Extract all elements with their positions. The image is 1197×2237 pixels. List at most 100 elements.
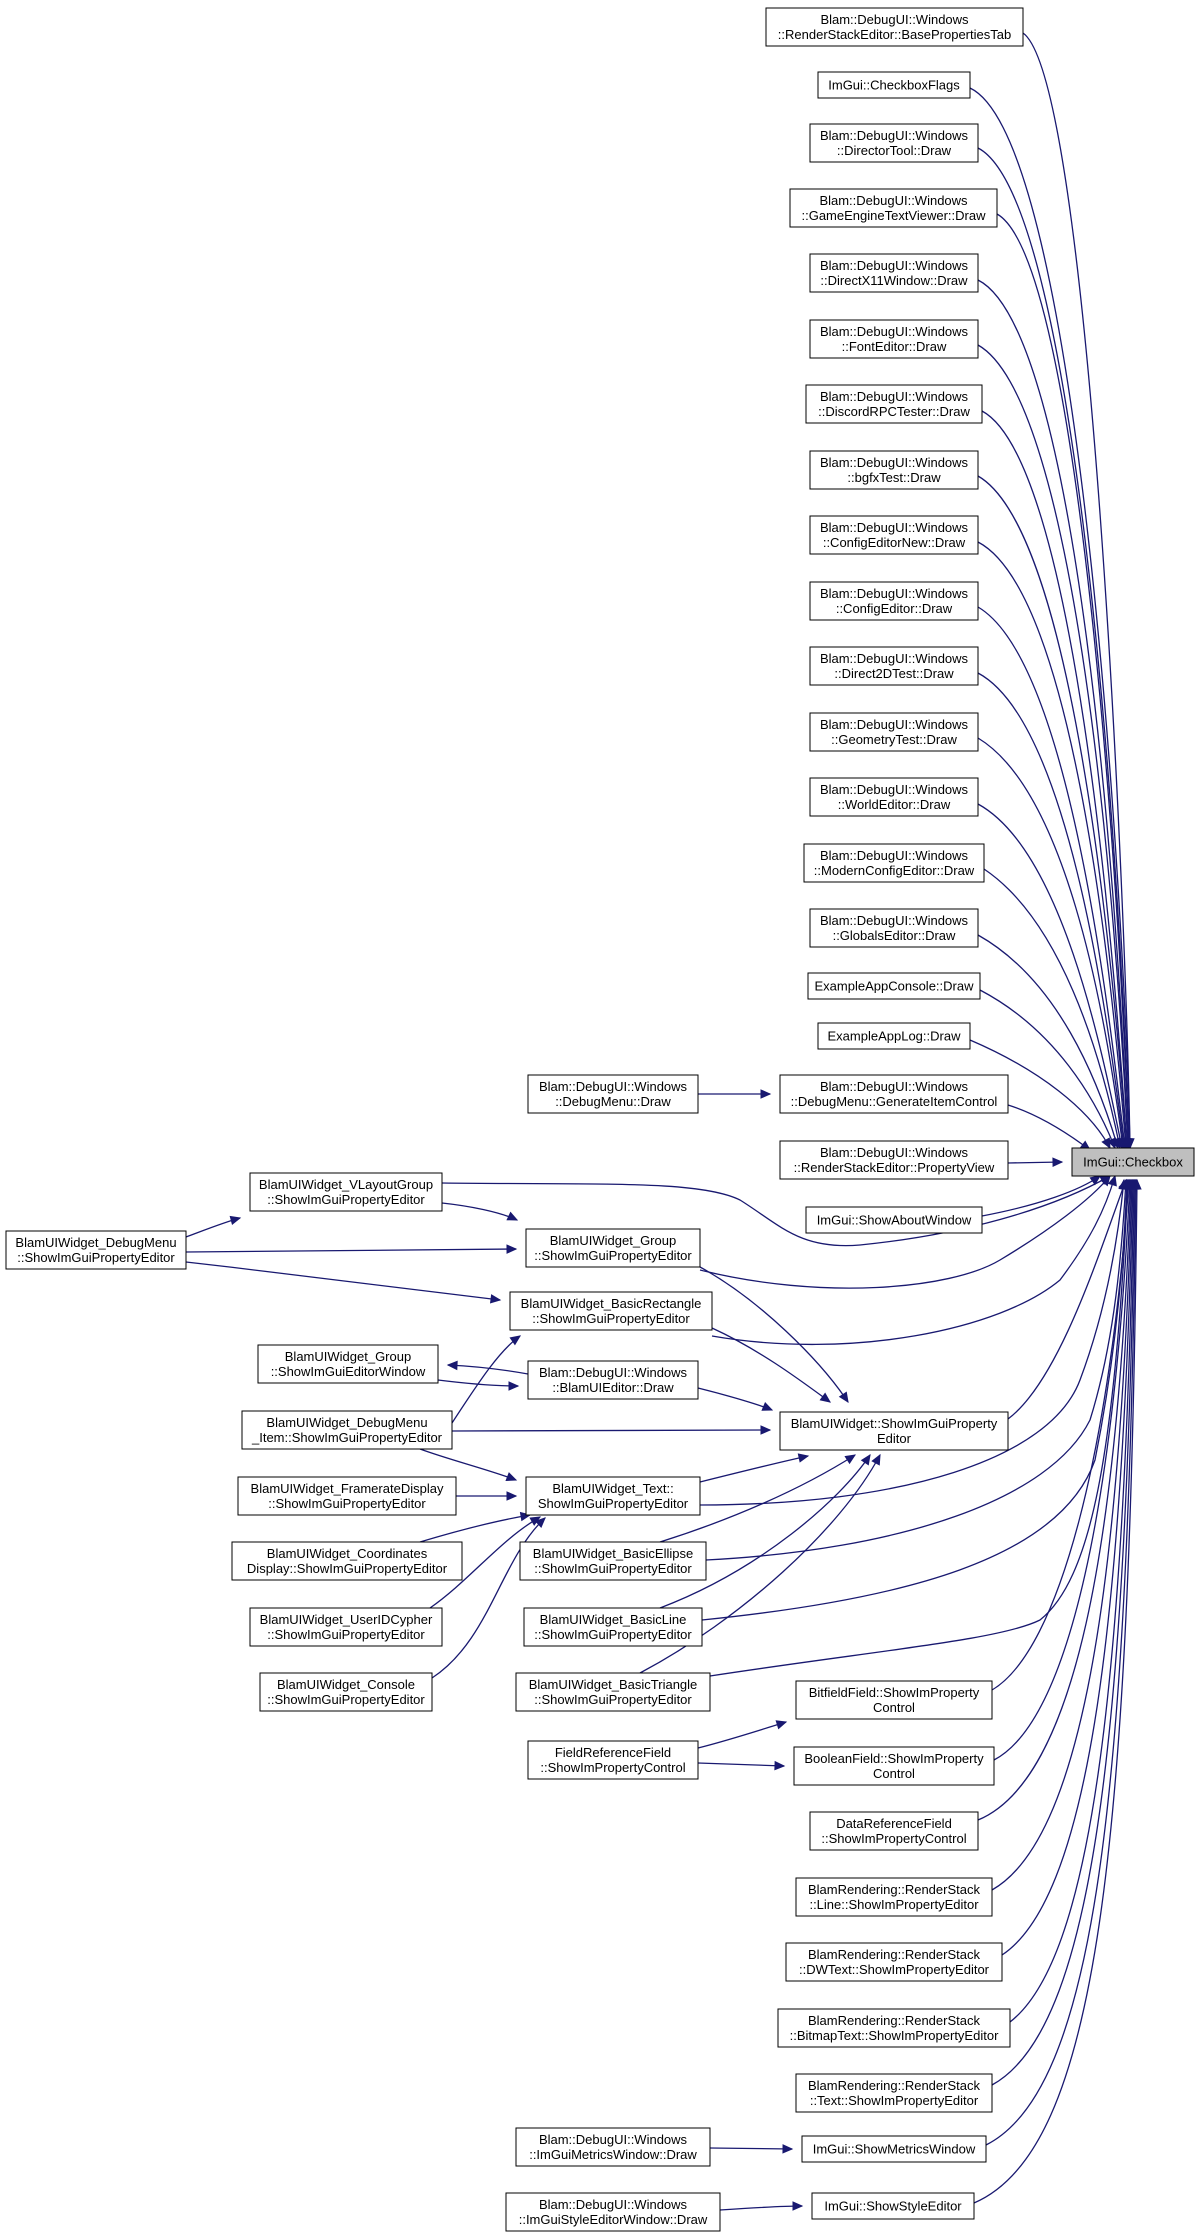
graph-node[interactable]: Blam::DebugUI::Windows::GeometryTest::Dr… [809, 712, 979, 752]
graph-node[interactable]: BooleanField::ShowImPropertyControl [793, 1746, 995, 1786]
graph-node[interactable]: Blam::DebugUI::Windows::RenderStackEdito… [779, 1140, 1009, 1180]
graph-node[interactable]: BlamUIWidget_DebugMenu::ShowImGuiPropert… [5, 1230, 187, 1270]
edge-line [711, 1327, 831, 1403]
graph-node[interactable]: BlamUIWidget::ShowImGuiPropertyEditor [779, 1411, 1009, 1451]
edge-n35-to-n_root [701, 1178, 1132, 1621]
edge-line [991, 1179, 1136, 2086]
graph-node[interactable]: BlamUIWidget_BasicTriangle::ShowImGuiPro… [515, 1672, 711, 1712]
graph-node[interactable]: BitfieldField::ShowImPropertyControl [795, 1680, 993, 1720]
graph-node[interactable]: Blam::DebugUI::Windows::DebugMenu::Gener… [779, 1074, 1009, 1114]
graph-node[interactable]: BlamRendering::RenderStack::Text::ShowIm… [795, 2073, 993, 2113]
graph-node[interactable]: ImGui::CheckboxFlags [817, 71, 971, 99]
node-label-line: ::ShowImGuiPropertyEditor [534, 1627, 692, 1642]
arrowhead-icon [1100, 1175, 1111, 1187]
graph-node[interactable]: Blam::DebugUI::Windows::ImGuiStyleEditor… [505, 2192, 721, 2232]
arrowhead-icon [508, 1381, 520, 1391]
graph-node[interactable]: BlamRendering::RenderStack::DWText::Show… [785, 1942, 1003, 1982]
node-label-line: ::DiscordRPCTester::Draw [818, 404, 970, 419]
edge-line [1007, 1179, 1127, 1420]
graph-node[interactable]: Blam::DebugUI::Windows::DebugMenu::Draw [527, 1074, 699, 1114]
graph-node[interactable]: BlamRendering::RenderStack::BitmapText::… [777, 2008, 1011, 2048]
graph-node[interactable]: Blam::DebugUI::Windows::RenderStackEdito… [765, 7, 1024, 47]
graph-node[interactable]: Blam::DebugUI::Windows::WorldEditor::Dra… [809, 777, 979, 817]
node-label-line: Blam::DebugUI::Windows [539, 1365, 688, 1380]
graph-node[interactable]: Blam::DebugUI::Windows::DiscordRPCTester… [805, 384, 983, 424]
node-label-line: ImGui::CheckboxFlags [828, 78, 960, 93]
node-box [811, 2192, 975, 2220]
graph-node[interactable]: Blam::DebugUI::Windows::ImGuiMetricsWind… [515, 2127, 711, 2167]
edge-line [977, 541, 1127, 1149]
graph-node[interactable]: Blam::DebugUI::Windows::FontEditor::Draw [809, 319, 979, 359]
graph-node[interactable]: Blam::DebugUI::Windows::ConfigEditor::Dr… [809, 581, 979, 621]
graph-node[interactable]: BlamUIWidget_Group::ShowImGuiPropertyEdi… [525, 1228, 701, 1268]
graph-node[interactable]: BlamRendering::RenderStack::Line::ShowIm… [795, 1877, 993, 1917]
edge-line [185, 1248, 517, 1253]
node-box [805, 1206, 983, 1234]
arrowhead-icon [838, 1391, 849, 1404]
arrowhead-icon [506, 1244, 518, 1254]
graph-node[interactable]: ImGui::ShowAboutWindow [805, 1206, 983, 1234]
node-box [793, 1746, 995, 1786]
graph-node[interactable]: ExampleAppConsole::Draw [807, 972, 981, 1000]
node-label-line: Blam::DebugUI::Windows [820, 717, 969, 732]
arrowhead-icon [229, 1215, 242, 1226]
graph-node[interactable]: Blam::DebugUI::Windows::BlamUIEditor::Dr… [527, 1360, 699, 1400]
graph-node[interactable]: BlamUIWidget_UserIDCypher::ShowImGuiProp… [249, 1607, 443, 1647]
edge-line [429, 1516, 541, 1609]
edge-n27-to-n29 [697, 1387, 774, 1411]
graph-node[interactable]: Blam::DebugUI::Windows::ModernConfigEdit… [803, 843, 985, 883]
node-label-line: BlamUIWidget_Group [550, 1233, 676, 1248]
graph-node[interactable]: Blam::DebugUI::Windows::Direct2DTest::Dr… [809, 646, 979, 686]
edge-line [977, 279, 1129, 1149]
graph-node[interactable]: BlamUIWidget_BasicEllipse::ShowImGuiProp… [519, 1541, 707, 1581]
node-box [795, 2073, 993, 2113]
node-label-line: BlamRendering::RenderStack [808, 1882, 980, 1897]
edge-line [991, 1179, 1133, 1891]
edge-n17-to-n_root [969, 1039, 1111, 1150]
graph-node[interactable]: BlamUIWidget_FramerateDisplay::ShowImGui… [237, 1476, 457, 1516]
graph-node[interactable]: Blam::DebugUI::Windows::ConfigEditorNew:… [809, 515, 979, 555]
node-box [523, 1607, 703, 1647]
node-box [525, 1476, 701, 1516]
edge-line [977, 737, 1124, 1149]
edge-line [699, 1266, 849, 1403]
node-box [809, 253, 979, 293]
graph-node[interactable]: BlamUIWidget_BasicLine::ShowImGuiPropert… [523, 1607, 703, 1647]
node-box [519, 1541, 707, 1581]
graph-node[interactable]: Blam::DebugUI::Windows::bgfxTest::Draw [809, 450, 979, 490]
edge-n35-to-n29 [659, 1453, 871, 1609]
node-label-line: ::ShowImPropertyControl [821, 1831, 966, 1846]
graph-node[interactable]: BlamUIWidget_CoordinatesDisplay::ShowImG… [231, 1541, 463, 1581]
node-label-line: BlamUIWidget_Text:: [552, 1481, 673, 1496]
node-box [817, 1022, 971, 1050]
graph-node[interactable]: Blam::DebugUI::Windows::DirectX11Window:… [809, 253, 979, 293]
graph-node[interactable]: ImGui::ShowStyleEditor [811, 2192, 975, 2220]
graph-node[interactable]: DataReferenceField::ShowImPropertyContro… [809, 1811, 979, 1851]
edge-n19-to-n18 [698, 1089, 772, 1099]
arrowhead-icon [761, 1401, 774, 1411]
node-label-line: BlamUIWidget_BasicLine [540, 1612, 687, 1627]
graph-node[interactable]: Blam::DebugUI::Windows::GameEngineTextVi… [789, 188, 998, 228]
graph-node[interactable]: BlamUIWidget_DebugMenu_Item::ShowImGuiPr… [241, 1410, 453, 1450]
graph-node[interactable]: Blam::DebugUI::Windows::DirectorTool::Dr… [809, 123, 979, 163]
node-label-line: ::ShowImGuiPropertyEditor [268, 1496, 426, 1511]
arrowhead-icon [797, 1453, 810, 1463]
node-box [789, 188, 998, 228]
graph-node[interactable]: BlamUIWidget_BasicRectangle::ShowImGuiPr… [509, 1291, 713, 1331]
node-box [515, 1672, 711, 1712]
node-label-line: _Item::ShowImGuiPropertyEditor [251, 1430, 443, 1445]
graph-node[interactable]: ExampleAppLog::Draw [817, 1022, 971, 1050]
graph-node[interactable]: Blam::DebugUI::Windows::GlobalsEditor::D… [809, 908, 979, 948]
graph-node[interactable]: ImGui::ShowMetricsWindow [801, 2135, 987, 2163]
node-label-line: BlamUIWidget_DebugMenu [266, 1415, 427, 1430]
graph-node[interactable]: BlamUIWidget_VLayoutGroup::ShowImGuiProp… [249, 1172, 443, 1212]
node-label-line: ::DirectX11Window::Draw [820, 273, 968, 288]
graph-node[interactable]: BlamUIWidget_Text::ShowImGuiPropertyEdit… [525, 1476, 701, 1516]
graph-node[interactable]: BlamUIWidget_Group::ShowImGuiEditorWindo… [257, 1344, 439, 1384]
node-label-line: BlamUIWidget_BasicEllipse [533, 1546, 693, 1561]
edge-line [699, 1175, 1111, 1289]
graph-node[interactable]: BlamUIWidget_Console::ShowImGuiPropertyE… [259, 1672, 433, 1712]
node-label-line: BlamUIWidget_BasicRectangle [521, 1296, 702, 1311]
graph-node[interactable]: FieldReferenceField::ShowImPropertyContr… [527, 1740, 699, 1780]
node-label-line: ::RenderStackEditor::PropertyView [794, 1160, 995, 1175]
